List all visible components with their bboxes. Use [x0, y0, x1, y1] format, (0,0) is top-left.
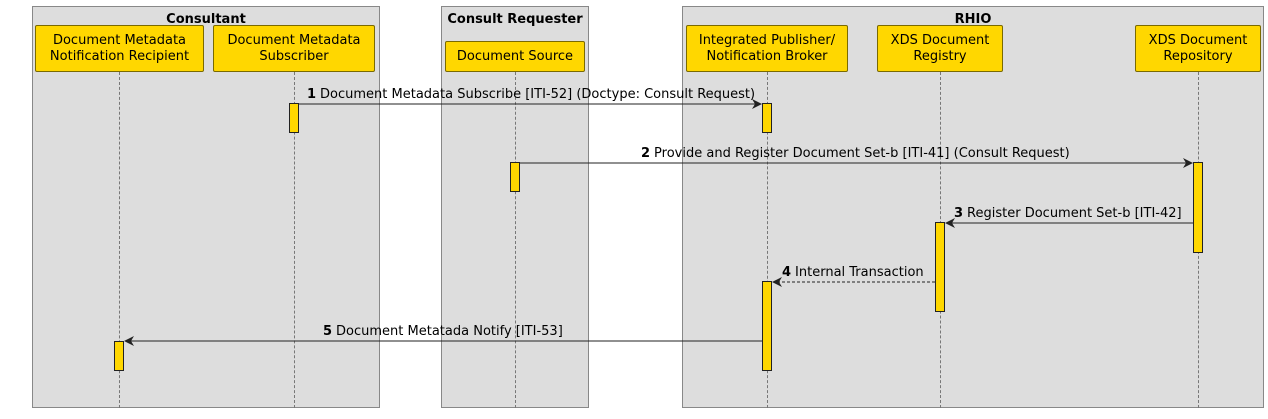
group-title-consultant: Consultant [166, 12, 246, 27]
lifeline-subscriber [294, 72, 295, 408]
participant-document-source: Document Source [445, 41, 585, 72]
participant-publisher-broker: Integrated Publisher/ Notification Broke… [686, 25, 848, 72]
lifeline-source [515, 72, 516, 408]
activation-subscriber [289, 103, 299, 133]
group-box-rhio: RHIO [682, 6, 1264, 408]
activation-source [510, 162, 520, 192]
activation-broker-1 [762, 103, 772, 133]
group-title-rhio: RHIO [954, 12, 992, 27]
activation-broker-2 [762, 281, 772, 371]
activation-repository [1193, 162, 1203, 253]
activation-recipient [114, 341, 124, 371]
lifeline-recipient [119, 72, 120, 408]
participant-document-repository: XDS Document Repository [1135, 25, 1261, 72]
group-title-consult-requester: Consult Requester [447, 12, 583, 27]
participant-notification-recipient: Document Metadata Notification Recipient [35, 25, 204, 72]
lifeline-broker [767, 72, 768, 408]
participant-metadata-subscriber: Document Metadata Subscriber [213, 25, 375, 72]
participant-document-registry: XDS Document Registry [877, 25, 1003, 72]
activation-registry [935, 222, 945, 312]
